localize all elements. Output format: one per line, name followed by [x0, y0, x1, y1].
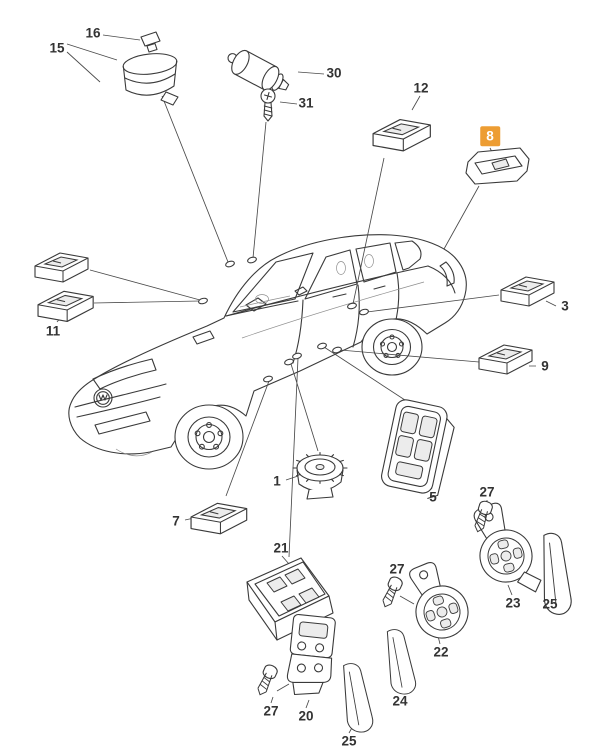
- callout-12[interactable]: 12: [413, 80, 429, 96]
- callout-9[interactable]: 9: [541, 358, 549, 374]
- part-22-seat-switch: [408, 562, 476, 646]
- callout-15[interactable]: 15: [49, 40, 65, 56]
- part-7-switch: [190, 502, 248, 535]
- callout-8-selected[interactable]: 8: [480, 126, 500, 146]
- part-25-trim-b: [343, 663, 374, 733]
- callout-16[interactable]: 16: [85, 25, 101, 41]
- front-wheel: [174, 404, 244, 470]
- part-23-seat-switch: [473, 502, 542, 593]
- callout-25-a[interactable]: 25: [542, 596, 558, 612]
- callout-31[interactable]: 31: [298, 95, 314, 111]
- part-30-motor: [227, 49, 290, 91]
- part-21-switch-panel: [246, 557, 334, 641]
- rear-wheel: [361, 318, 423, 376]
- part-15-sensor: [122, 31, 179, 106]
- callout-25-b[interactable]: 25: [341, 733, 357, 749]
- part-11-switch-b: [37, 290, 94, 323]
- callout-3[interactable]: 3: [561, 298, 569, 314]
- part-12-switch: [372, 118, 431, 152]
- callout-22[interactable]: 22: [433, 644, 449, 660]
- mount-point-markers: [198, 256, 369, 383]
- callout-5[interactable]: 5: [429, 489, 437, 505]
- part-31-screw: [260, 88, 276, 122]
- part-9-switch: [478, 344, 533, 375]
- part-27-bolt-c: [253, 662, 280, 698]
- callout-30[interactable]: 30: [326, 65, 342, 81]
- part-24-trim: [386, 629, 417, 695]
- callout-7[interactable]: 7: [172, 513, 180, 529]
- side-mirror: [245, 297, 267, 312]
- part-11-switch-a: [34, 252, 89, 283]
- callout-27-a[interactable]: 27: [479, 484, 495, 500]
- callout-1[interactable]: 1: [273, 473, 281, 489]
- callout-23[interactable]: 23: [505, 595, 521, 611]
- part-20-bracket: [286, 613, 336, 696]
- callout-27-c[interactable]: 27: [263, 703, 279, 719]
- part-27-bolt-b: [378, 574, 405, 610]
- callout-24[interactable]: 24: [392, 693, 408, 709]
- part-8-switch: [465, 147, 530, 185]
- callout-11[interactable]: 11: [45, 323, 61, 339]
- part-3-switch: [500, 276, 555, 307]
- callout-20[interactable]: 20: [298, 708, 314, 724]
- headlight: [92, 358, 157, 390]
- car-illustration: [68, 234, 467, 470]
- part-16-bracket: [140, 31, 161, 47]
- callout-27-b[interactable]: 27: [389, 561, 405, 577]
- part-1-mirror-knob: [292, 452, 348, 500]
- callout-21[interactable]: 21: [273, 540, 289, 556]
- part-5-master-switch: [381, 399, 455, 499]
